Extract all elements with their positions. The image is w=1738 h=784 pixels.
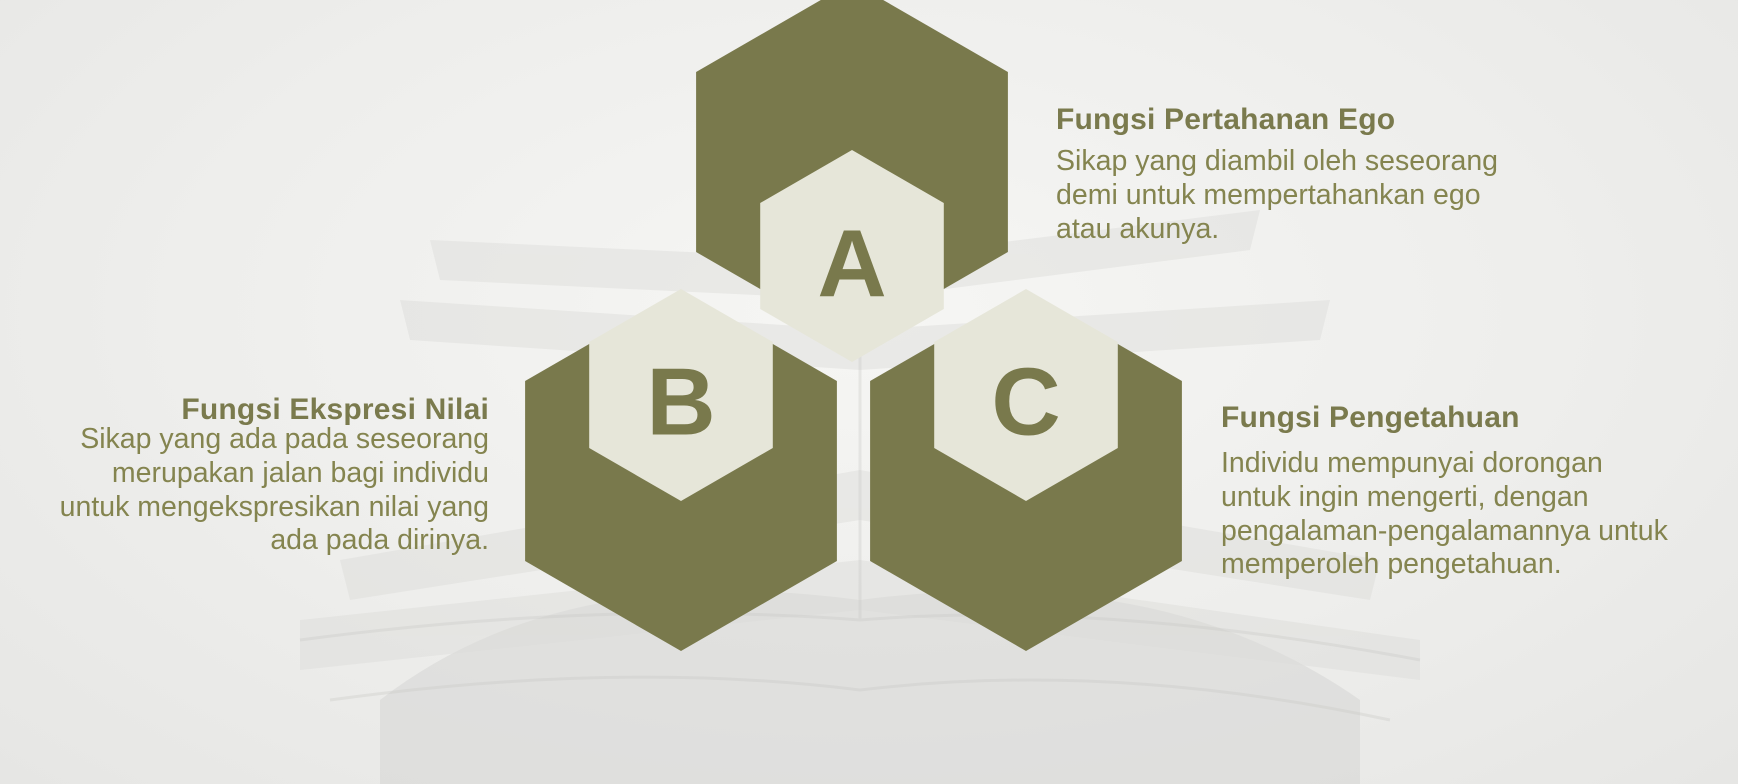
item-a-description: Sikap yang diambil oleh seseorang demi u…: [1056, 145, 1616, 246]
item-a-title: Fungsi Pertahanan Ego: [1056, 103, 1396, 136]
hexagon-b-letter: B: [646, 349, 715, 456]
hexagon-a: A: [696, 0, 1008, 362]
item-c-line: Individu mempunyai dorongan: [1221, 447, 1603, 480]
item-a-line: demi untuk mempertahankan ego: [1056, 179, 1481, 212]
item-b-line: merupakan jalan bagi individu: [111, 457, 489, 490]
hexagon-b: B: [525, 289, 837, 651]
item-c-line: memperoleh pengetahuan.: [1221, 548, 1562, 581]
item-c-description: Individu mempunyai dorongan untuk ingin …: [1221, 447, 1731, 582]
item-b-text: Fungsi Ekspresi Nilai Sikap yang ada pad…: [0, 392, 489, 558]
item-a-line: atau akunya.: [1056, 212, 1220, 245]
item-b-line: ada pada dirinya.: [270, 524, 489, 557]
hexagon-b-inner: [589, 289, 773, 501]
hexagon-c-letter: C: [991, 349, 1060, 456]
item-c-line: pengalaman-pengalamannya untuk: [1221, 514, 1668, 547]
item-c-line: untuk ingin mengerti, dengan: [1221, 481, 1589, 514]
hexagon-a-inner: [760, 150, 944, 362]
item-a-line: Sikap yang diambil oleh seseorang: [1056, 145, 1499, 178]
hexagon-c-inner: [934, 289, 1118, 501]
item-b-line: Sikap yang ada pada seseorang: [80, 423, 489, 456]
item-b-line: untuk mengekspresikan nilai yang: [59, 490, 489, 523]
item-b-title: Fungsi Ekspresi Nilai: [181, 393, 489, 426]
item-a-text: Fungsi Pertahanan Ego Sikap yang diambil…: [1056, 102, 1616, 246]
hexagon-c: C: [870, 289, 1182, 651]
item-c-title: Fungsi Pengetahuan: [1221, 401, 1520, 434]
item-b-description: Sikap yang ada pada seseorang merupakan …: [0, 423, 489, 558]
hexagon-a-letter: A: [817, 211, 886, 318]
item-c-text: Fungsi Pengetahuan Individu mempunyai do…: [1221, 400, 1731, 582]
